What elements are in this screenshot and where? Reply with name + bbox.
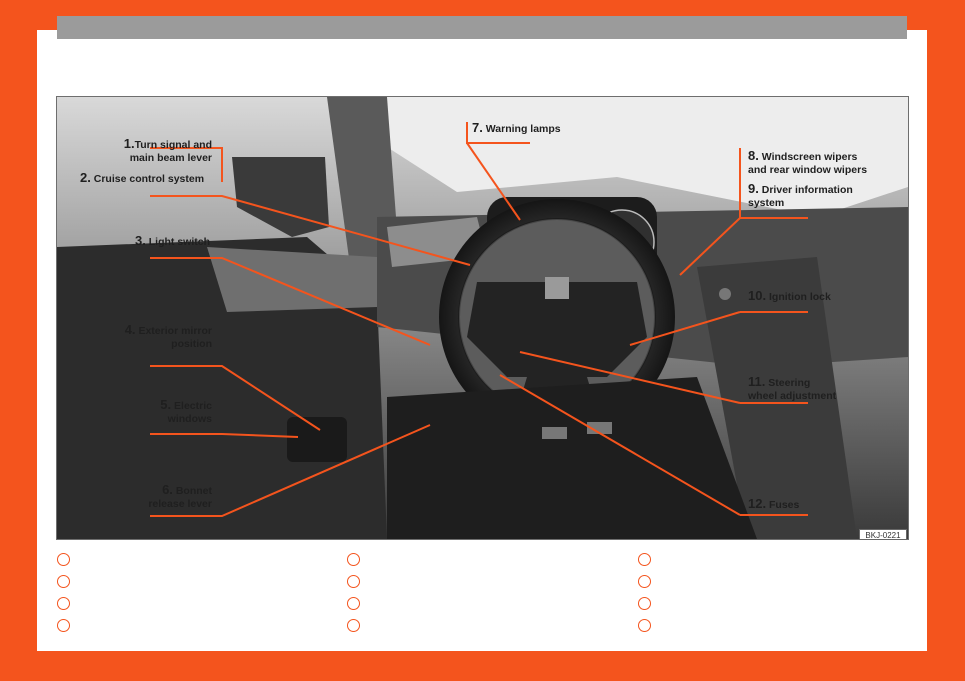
reference-circle xyxy=(347,619,360,632)
reference-circle xyxy=(638,619,651,632)
reference-circle xyxy=(638,553,651,566)
callout-1-label: 1.Turn signal and main beam lever xyxy=(123,136,212,164)
callout-4-label: 4. Exterior mirror position xyxy=(124,322,212,350)
reference-circle xyxy=(347,553,360,566)
callout-6-label: 6. Bonnet release lever xyxy=(148,482,212,510)
reference-circle xyxy=(57,575,70,588)
callout-10-label: 10. Ignition lock xyxy=(748,288,831,303)
reference-circle xyxy=(347,575,360,588)
callout-8-label: 8. Windscreen wipers and rear window wip… xyxy=(748,148,868,176)
callout-3-label: 3. Light switch xyxy=(135,233,211,248)
callout-12-label: 12. Fuses xyxy=(748,496,800,511)
reference-circle xyxy=(638,575,651,588)
callout-9-label: 9. Driver information system xyxy=(748,181,853,209)
reference-circle xyxy=(347,597,360,610)
reference-circle xyxy=(57,553,70,566)
header-bar xyxy=(57,16,907,39)
callout-5-label: 5. Electric windows xyxy=(160,397,212,425)
callout-7-label: 7. Warning lamps xyxy=(472,120,561,135)
reference-circle xyxy=(57,597,70,610)
callout-11-label: 11. Steering wheel adjustment xyxy=(748,374,837,402)
figure-code: BKJ-0221 xyxy=(859,529,907,540)
reference-circle xyxy=(638,597,651,610)
reference-circle xyxy=(57,619,70,632)
callout-2-label: 2. Cruise control system xyxy=(80,170,205,185)
